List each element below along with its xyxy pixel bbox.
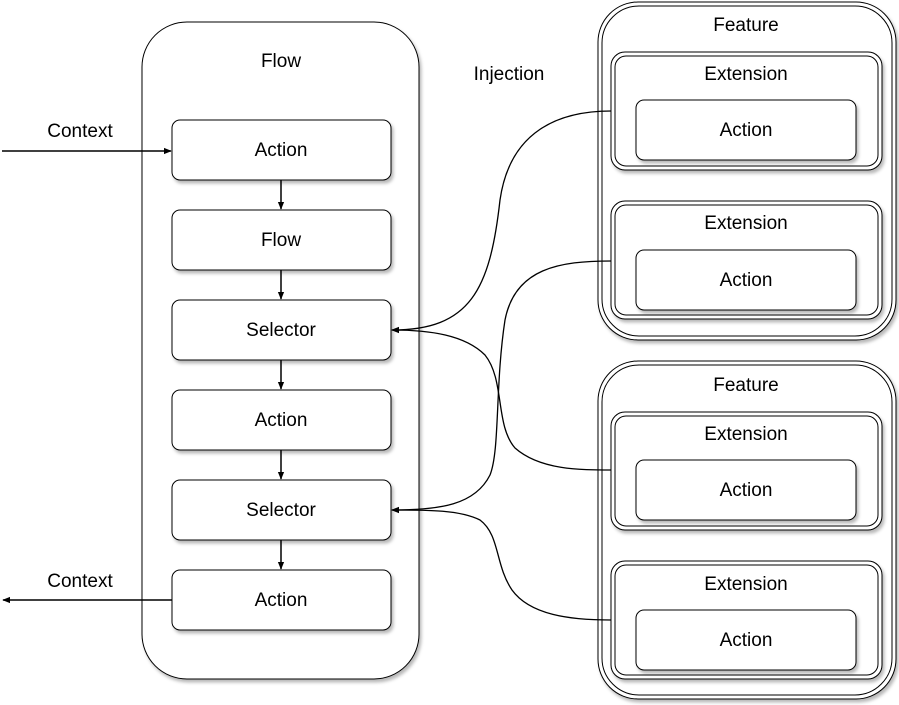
flow-step-6: Action <box>171 569 392 631</box>
feature-2-inner-frame <box>601 364 893 696</box>
feature-1-extension-1: Extension Action <box>610 51 883 171</box>
flow-step-2-label: Flow <box>261 230 301 251</box>
injection-curve-f1e2-to-selector-2 <box>391 260 612 514</box>
feature-1: Feature Extension Action Extension Actio… <box>597 1 897 341</box>
feature-1-inner-frame <box>601 5 893 337</box>
feature-1-title: Feature <box>713 15 778 36</box>
context-in-label: Context <box>47 121 113 142</box>
feature-1-extension-2-action: Action <box>720 270 773 291</box>
feature-1-extension-2: Extension Action <box>610 200 883 320</box>
flow-step-5: Selector <box>171 479 392 541</box>
feature-1-extension-2-action-box <box>635 249 857 311</box>
flow-step-3-label: Selector <box>246 320 316 341</box>
flow-step-1: Action <box>171 119 392 181</box>
feature-2-extension-2: Extension Action <box>610 560 883 680</box>
context-output: Context <box>2 571 172 604</box>
flow-step-1-label: Action <box>255 140 308 161</box>
injection-curve-f2e1-to-selector-1 <box>391 326 612 471</box>
feature-2-title: Feature <box>713 375 778 396</box>
flow-step-4-label: Action <box>255 410 308 431</box>
feature-2-extension-1-action-box <box>635 459 857 521</box>
feature-2-extension-1-title: Extension <box>704 424 787 445</box>
feature-1-extension-2-title: Extension <box>704 213 787 234</box>
context-input: Context <box>2 121 172 155</box>
flow-step-2: Flow <box>171 209 392 271</box>
flow-step-6-label: Action <box>255 590 308 611</box>
feature-2-extension-2-action-box <box>635 609 857 671</box>
injection-label: Injection <box>474 64 545 85</box>
injection-curve-f1e1-to-selector-1 <box>391 110 612 334</box>
flow-title: Flow <box>261 51 301 72</box>
feature-2: Feature Extension Action Extension Actio… <box>597 360 897 700</box>
flow-step-3: Selector <box>171 299 392 361</box>
flow-step-5-label: Selector <box>246 500 316 521</box>
injection-connectors <box>391 110 612 621</box>
flow-container: Flow Action Flow Selector Action Selecto… <box>141 21 420 680</box>
feature-1-extension-1-action-box <box>635 99 857 161</box>
flow-step-4: Action <box>171 389 392 451</box>
feature-2-extension-1: Extension Action <box>610 411 883 531</box>
feature-2-extension-2-action: Action <box>720 630 773 651</box>
feature-2-extension-2-title: Extension <box>704 574 787 595</box>
feature-1-extension-1-title: Extension <box>704 64 787 85</box>
feature-2-extension-1-action: Action <box>720 480 773 501</box>
injection-curve-f2e2-to-selector-2 <box>391 506 612 621</box>
context-out-label: Context <box>47 571 113 592</box>
feature-1-extension-1-action: Action <box>720 120 773 141</box>
